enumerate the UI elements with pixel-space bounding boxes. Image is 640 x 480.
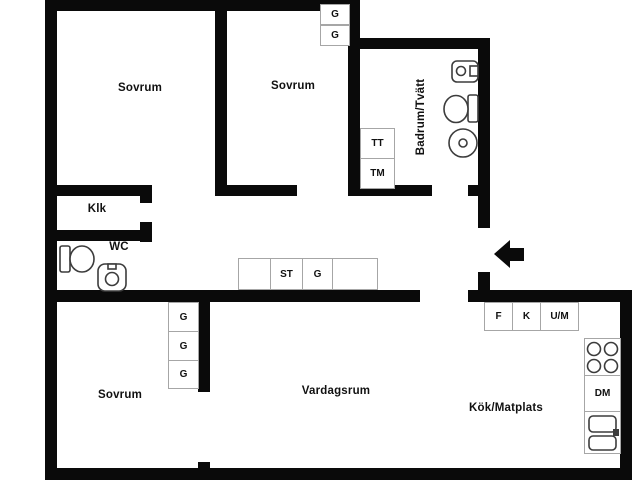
fridge-unit: K bbox=[512, 302, 541, 331]
wall-bottom bbox=[45, 468, 632, 480]
wardrobe-unit: G bbox=[302, 258, 333, 290]
wardrobe-label: G bbox=[179, 340, 188, 352]
round-basin-icon bbox=[448, 128, 478, 158]
washer-unit: TM bbox=[360, 158, 395, 189]
room-label-bedroom-top-center: Sovrum bbox=[270, 80, 316, 92]
wardrobe-unit: G bbox=[168, 331, 199, 361]
cleaning-cabinet-label: ST bbox=[280, 268, 293, 280]
freezer-unit: F bbox=[484, 302, 513, 331]
oven-micro-label: U/M bbox=[550, 311, 569, 322]
wall-top bbox=[45, 0, 360, 11]
wall-main-horizontal bbox=[45, 290, 420, 302]
wardrobe-label: G bbox=[179, 369, 188, 380]
wardrobe-unit: G bbox=[320, 25, 350, 46]
room-label-wc: WC bbox=[109, 241, 129, 253]
room-label-bathroom-laundry: Badrum/Tvätt bbox=[415, 78, 427, 156]
wardrobe-label: G bbox=[331, 30, 339, 41]
room-label-bedroom-top-left: Sovrum bbox=[117, 82, 163, 94]
sink-icon bbox=[97, 263, 127, 292]
wall-klk-wc-divider bbox=[45, 230, 152, 241]
wardrobe-unit: G bbox=[320, 4, 350, 25]
toilet-icon bbox=[59, 245, 95, 273]
entrance-arrow-icon bbox=[494, 240, 524, 268]
wall-bathroom-top bbox=[348, 38, 490, 49]
wall-bathroom-bottom bbox=[348, 185, 432, 196]
sink-icon bbox=[451, 60, 479, 83]
oven-micro-unit: U/M bbox=[540, 302, 579, 331]
room-label-kitchen-dining: Kök/Matplats bbox=[469, 402, 543, 414]
wall-right-lower bbox=[620, 290, 632, 480]
wall-klk-right-upper bbox=[140, 185, 152, 203]
room-label-closet: Klk bbox=[87, 203, 107, 215]
washer-label: TM bbox=[370, 168, 385, 179]
fridge-label: K bbox=[522, 311, 531, 322]
freezer-label: F bbox=[495, 311, 502, 322]
room-label-bedroom-bottom-left: Sovrum bbox=[97, 389, 143, 401]
dryer-label: TT bbox=[371, 138, 384, 149]
dishwasher-unit: DM bbox=[584, 375, 621, 412]
wall-klk-top bbox=[45, 185, 152, 196]
wall-bathroom-left bbox=[348, 0, 360, 196]
cleaning-cabinet-unit: ST bbox=[270, 258, 303, 290]
wall-bathroom-bottom-corner bbox=[468, 185, 490, 196]
stove-unit bbox=[584, 338, 621, 376]
toilet-icon bbox=[443, 94, 479, 124]
wall-right-upper bbox=[478, 38, 490, 228]
wardrobe-label: G bbox=[179, 311, 188, 323]
wall-entry-stub bbox=[478, 272, 490, 302]
kitchen-sink-unit bbox=[584, 411, 621, 454]
cabinet-unit bbox=[332, 258, 378, 290]
room-label-living-room: Vardagsrum bbox=[301, 385, 371, 397]
cabinet-unit bbox=[238, 258, 271, 290]
wardrobe-unit: G bbox=[168, 360, 199, 389]
dishwasher-label: DM bbox=[594, 388, 611, 399]
wardrobe-label: G bbox=[331, 9, 339, 20]
wall-kitchen-top bbox=[468, 290, 632, 302]
dryer-unit: TT bbox=[360, 128, 395, 159]
wall-living-divider bbox=[198, 290, 210, 392]
wall-bedroom-divider bbox=[215, 0, 227, 196]
wardrobe-label: G bbox=[313, 268, 322, 280]
wardrobe-unit: G bbox=[168, 302, 199, 332]
wall-hall-top bbox=[215, 185, 297, 196]
